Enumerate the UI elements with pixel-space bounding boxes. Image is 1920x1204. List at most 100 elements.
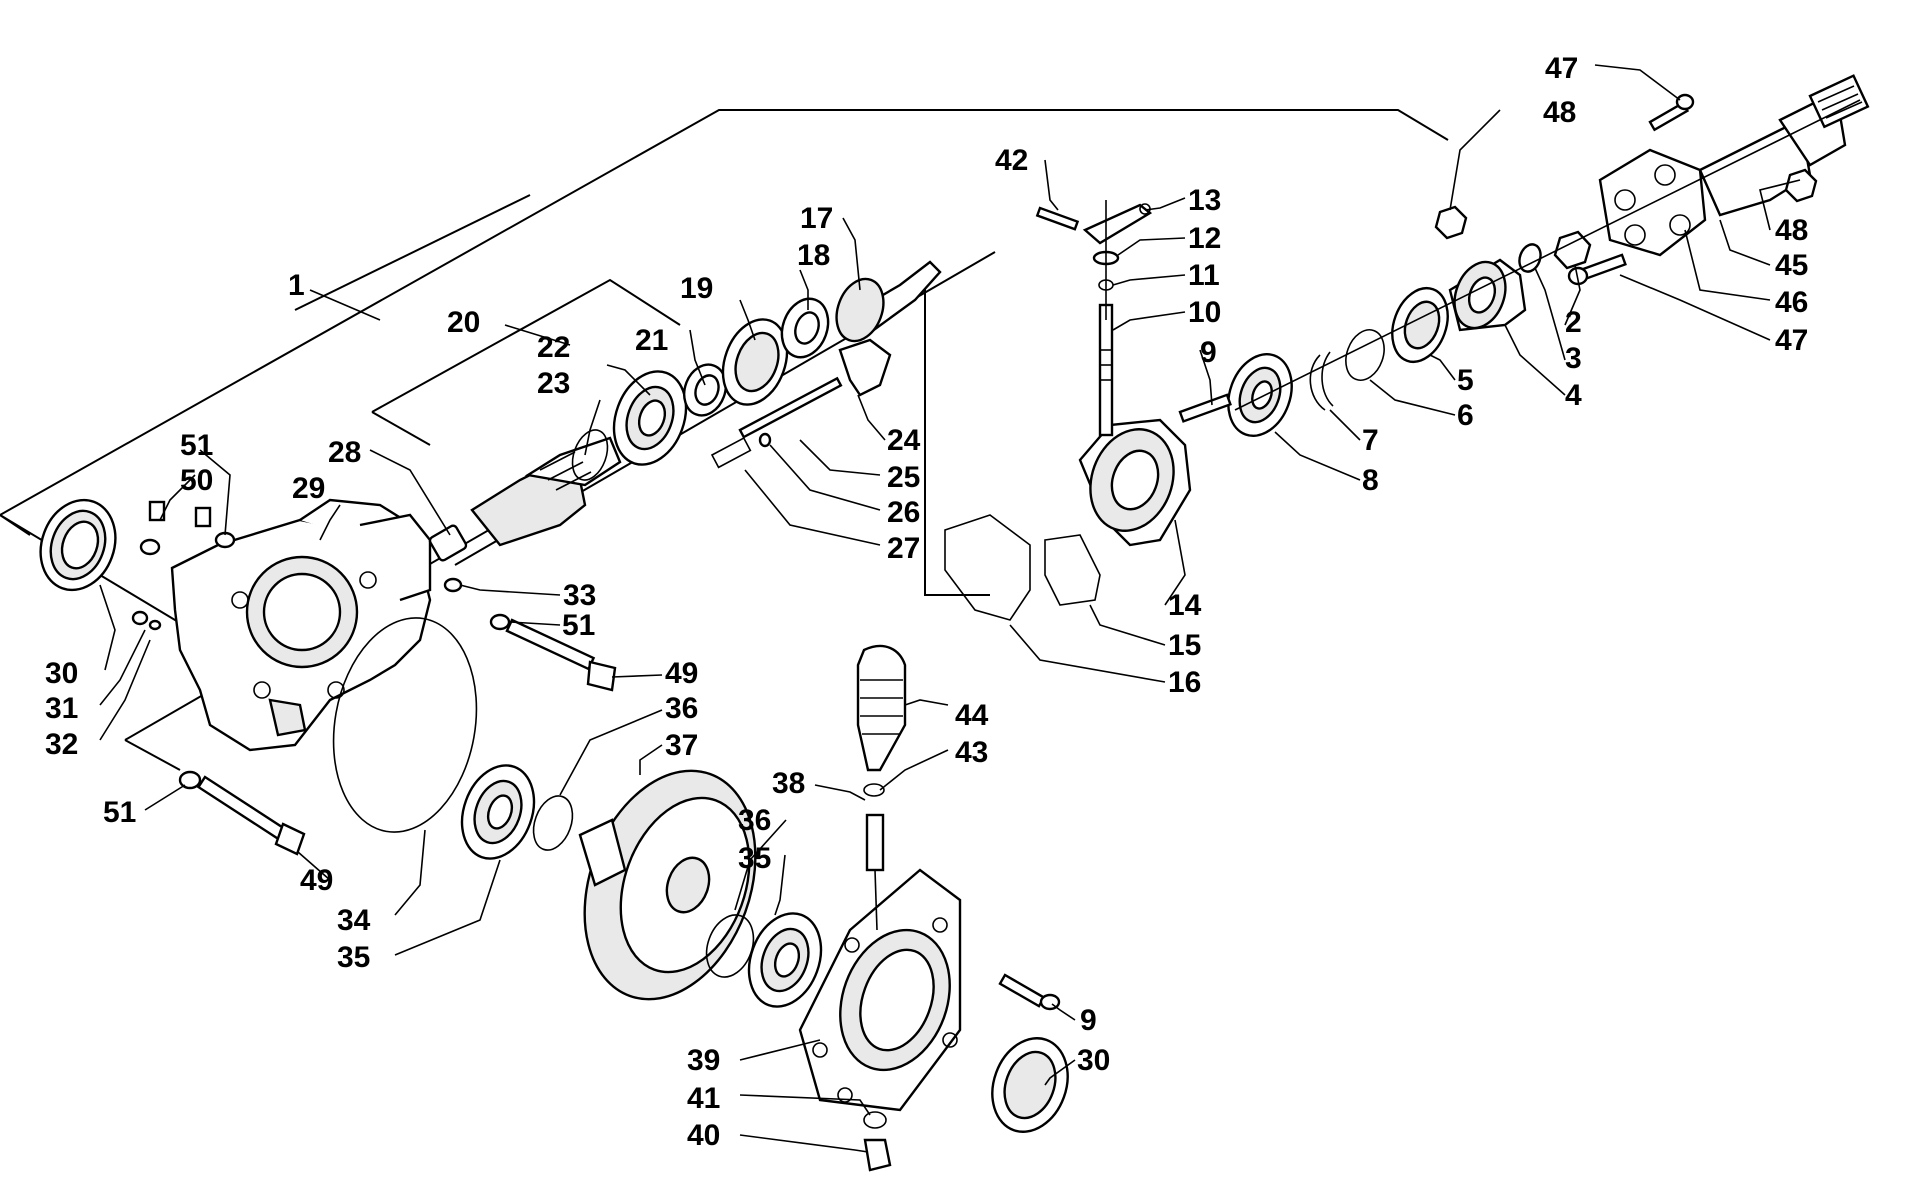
callout-48-right: 48 [1775,214,1808,247]
callout-51-lower: 51 [103,796,136,829]
bolt-49-upper [505,618,617,692]
callout-12: 12 [1188,222,1221,255]
bolt-47-upper [1648,93,1695,132]
callout-43: 43 [955,736,988,769]
callout-24: 24 [887,424,921,457]
callout-49-lower: 49 [300,864,333,897]
callout-45: 45 [1775,249,1808,282]
o-ring-34 [332,617,478,833]
clamp-43 [863,783,885,797]
oil-seal-30-left [39,498,117,592]
vent-axis-line [874,869,878,931]
shift-arm-13 [1082,203,1153,245]
yoke-shaft-45 [1698,74,1870,217]
bolt-9-housing [1178,393,1232,423]
callout-50: 50 [180,464,213,497]
cover-39 [798,868,962,1112]
callout-51-middle: 51 [562,609,595,642]
callout-13: 13 [1188,184,1221,217]
ring-gear-37 [578,769,757,1001]
shift-shaft-10 [1098,303,1114,437]
shim-6 [1345,329,1385,381]
bolt-42 [1035,206,1080,231]
callout-35-left: 35 [337,941,370,974]
shim-36-left [532,795,574,851]
bearing-18 [780,297,830,359]
callout-21: 21 [635,324,668,357]
callout-32: 32 [45,728,78,761]
needle-bearing-28 [428,524,468,562]
shift-housing-14 [1078,418,1192,547]
callout-47-lower: 47 [1775,324,1808,357]
callout-18: 18 [797,239,830,272]
gasket-16 [944,514,1031,621]
callout-2: 2 [1565,306,1582,339]
bolt-49-lower [196,775,306,856]
callout-9-lower: 9 [1080,1004,1097,1037]
callout-14: 14 [1168,589,1202,622]
callout-1: 1 [288,269,305,302]
callout-47-upper: 47 [1545,52,1578,85]
callout-23: 23 [537,367,570,400]
callout-34: 34 [337,904,371,937]
callout-labels: 1 2 3 4 5 6 7 8 9 9 10 11 12 13 14 15 16… [45,52,1808,1152]
callout-49-upper: 49 [665,657,698,690]
callout-9-upper: 9 [1200,336,1217,369]
callout-35-right: 35 [738,842,771,875]
callout-46: 46 [1775,286,1808,319]
shift-fork-24 [838,338,892,397]
washer-3 [1518,243,1542,273]
callout-19: 19 [680,272,713,305]
callout-41: 41 [687,1082,720,1115]
callout-29: 29 [292,472,325,505]
callout-17: 17 [800,202,833,235]
callout-42: 42 [995,144,1028,177]
shift-gear-17 [835,260,942,343]
nut-48-right [1784,168,1818,203]
drain-plug-40-41 [863,1111,892,1172]
callout-26: 26 [887,496,920,529]
nut-48-left [1434,205,1468,240]
plug-33 [443,577,463,593]
callout-28: 28 [328,436,361,469]
gear-19 [721,318,789,406]
snap-ring-7 [1309,351,1334,411]
callout-33: 33 [563,579,596,612]
callout-20: 20 [447,306,480,339]
callout-4: 4 [1565,379,1582,412]
callout-25: 25 [887,461,920,494]
pinion-gear-28 [470,436,622,547]
callout-40: 40 [687,1119,720,1152]
callout-11: 11 [1188,259,1220,292]
leader-lines [99,64,1801,1153]
callout-15: 15 [1168,629,1201,662]
callout-3: 3 [1565,342,1582,375]
vent-fitting-38 [865,813,885,872]
callout-44: 44 [955,699,989,732]
callout-5: 5 [1457,364,1474,397]
callout-36-lower: 36 [738,804,771,837]
callout-7: 7 [1362,424,1379,457]
shift-rod-25 [738,376,843,439]
bearing-35-left [460,764,536,860]
callout-10: 10 [1188,296,1221,329]
bearing-35-right [747,912,823,1008]
snap-ring-23 [571,429,609,481]
flange-housing-4 [1448,258,1527,332]
oil-seal-5 [1391,287,1449,363]
callout-22: 22 [537,331,570,364]
callout-51-upper: 51 [180,429,213,462]
callout-30-right: 30 [1077,1044,1110,1077]
bearing-22 [612,370,688,466]
callout-16: 16 [1168,666,1201,699]
bushing-21 [683,363,727,417]
studs-50-washers-51 [131,500,511,790]
callout-6: 6 [1457,399,1474,432]
vent-hose-44 [856,644,907,772]
callout-37: 37 [665,729,698,762]
callout-8: 8 [1362,464,1379,497]
callout-38: 38 [772,767,805,800]
callout-27: 27 [887,532,920,565]
